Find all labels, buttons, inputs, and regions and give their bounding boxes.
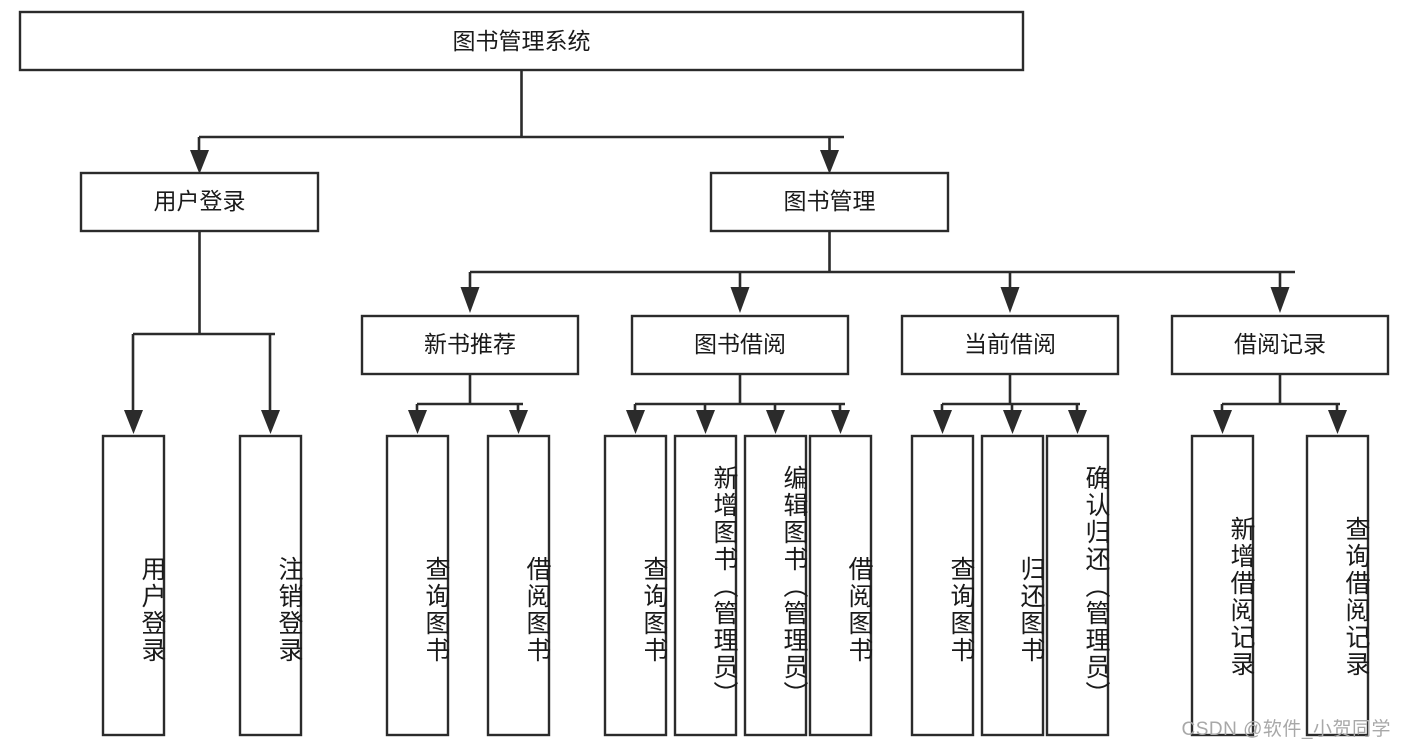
arrowhead-to-user-login: [190, 150, 209, 174]
node-label-new-book-recommend: 新书推荐: [424, 331, 516, 357]
arrowhead-to-book-management: [820, 150, 839, 174]
csdn-watermark: CSDN @软件_小贺同学: [1181, 719, 1391, 740]
arrowhead-to-new-book: [460, 287, 480, 313]
node-box-leaf-query-book-2[interactable]: [603, 434, 668, 737]
arrowhead-to-book-borrow: [730, 287, 750, 313]
node-box-leaf-query-book-3[interactable]: [910, 434, 975, 737]
node-label-user-login: 用户登录: [154, 188, 246, 214]
connector-userlogin-bus: [131, 231, 275, 412]
node-label-root: 图书管理系统: [453, 28, 591, 54]
node-label-borrow-record: 借阅记录: [1234, 331, 1326, 357]
arrowheads-layer: [124, 150, 1347, 434]
arrowhead-leaf-query-2: [626, 410, 645, 434]
arrowhead-leaf-return: [1003, 410, 1022, 434]
arrowhead-leaf-query-1: [408, 410, 427, 434]
node-box-leaf-edit-book[interactable]: [743, 434, 808, 737]
node-box-leaf-query-book-1[interactable]: [385, 434, 450, 737]
node-box-leaf-user-login[interactable]: [101, 434, 166, 737]
arrowhead-leaf-user-login: [124, 410, 143, 434]
arrowhead-leaf-add-record: [1213, 410, 1232, 434]
node-box-book-management[interactable]: [709, 171, 950, 233]
node-box-leaf-confirm-return[interactable]: [1045, 434, 1110, 737]
node-box-leaf-borrow-book-2[interactable]: [808, 434, 873, 737]
arrowhead-leaf-logout: [261, 410, 280, 434]
connector-currentborrow-bus: [940, 374, 1080, 412]
node-box-leaf-logout-login[interactable]: [238, 434, 303, 737]
arrowhead-to-borrow-record: [1270, 287, 1290, 313]
arrowhead-leaf-borrow-1: [509, 410, 528, 434]
connector-borrowrecord-bus: [1220, 374, 1340, 412]
arrowhead-leaf-confirm-return: [1068, 410, 1087, 434]
arrowhead-to-current-borrow: [1000, 287, 1020, 313]
node-box-new-book-recommend[interactable]: [360, 314, 580, 376]
connector-newbook-bus: [415, 374, 523, 412]
connector-root-bus: [197, 70, 844, 152]
arrowhead-leaf-edit-book: [766, 410, 785, 434]
node-box-user-login[interactable]: [79, 171, 320, 233]
arrowhead-leaf-borrow-2: [831, 410, 850, 434]
node-box-leaf-return-book[interactable]: [980, 434, 1045, 737]
node-box-current-borrow[interactable]: [900, 314, 1120, 376]
arrowhead-leaf-add-book: [696, 410, 715, 434]
connector-bookmgmt-bus: [468, 231, 1295, 289]
nodes-layer: 图书管理系统 用户登录 图书管理 新书推荐 图书借阅 当前借阅 借阅记录: [18, 10, 1390, 737]
arrowhead-leaf-query-3: [933, 410, 952, 434]
connectors-layer: [131, 70, 1340, 412]
node-box-book-borrow[interactable]: [630, 314, 850, 376]
node-box-leaf-borrow-book-1[interactable]: [486, 434, 551, 737]
arrowhead-leaf-query-record: [1328, 410, 1347, 434]
node-label-book-management: 图书管理: [784, 188, 876, 214]
node-box-borrow-record[interactable]: [1170, 314, 1390, 376]
connector-bookborrow-bus: [633, 374, 845, 412]
node-label-current-borrow: 当前借阅: [964, 331, 1056, 357]
node-box-leaf-add-book[interactable]: [673, 434, 738, 737]
node-label-book-borrow: 图书借阅: [694, 331, 786, 357]
node-box-leaf-query-record[interactable]: [1305, 434, 1370, 737]
node-box-leaf-add-record[interactable]: [1190, 434, 1255, 737]
node-box-root[interactable]: [18, 10, 1025, 72]
